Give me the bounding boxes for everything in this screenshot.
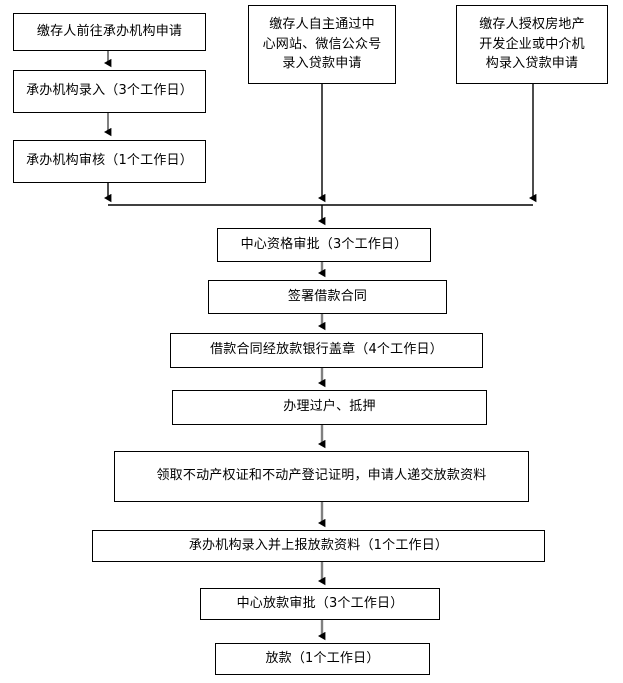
node-label: 缴存人授权房地产 开发企业或中介机 构录入贷款申请 <box>479 17 585 72</box>
node-center-qualification-approval[interactable]: 中心资格审批（3个工作日） <box>217 228 431 262</box>
node-label: 领取不动产权证和不动产登记证明，申请人递交放款资料 <box>156 468 487 484</box>
node-label: 缴存人自主通过中 心网站、微信公众号 录入贷款申请 <box>262 17 382 72</box>
node-bank-seal-loan-contract[interactable]: 借款合同经放款银行盖章（4个工作日） <box>170 333 483 368</box>
node-label: 承办机构录入（3个工作日） <box>26 83 193 99</box>
node-center-disbursement-approval[interactable]: 中心放款审批（3个工作日） <box>200 588 440 620</box>
node-label: 中心资格审批（3个工作日） <box>240 236 408 252</box>
node-agency-entry-report-loan-materials[interactable]: 承办机构录入并上报放款资料（1个工作日） <box>92 530 545 562</box>
node-label: 缴存人前往承办机构申请 <box>36 23 183 39</box>
node-disbursement[interactable]: 放款（1个工作日） <box>215 643 430 675</box>
node-collect-property-certificates-submit-materials[interactable]: 领取不动产权证和不动产登记证明，申请人递交放款资料 <box>114 451 529 502</box>
node-authorized-developer-agency-application[interactable]: 缴存人授权房地产 开发企业或中介机 构录入贷款申请 <box>456 5 608 84</box>
node-agency-review[interactable]: 承办机构审核（1个工作日） <box>13 140 206 183</box>
node-agency-data-entry[interactable]: 承办机构录入（3个工作日） <box>13 70 206 113</box>
node-label: 承办机构录入并上报放款资料（1个工作日） <box>188 537 449 553</box>
node-transfer-and-mortgage[interactable]: 办理过户、抵押 <box>172 390 487 425</box>
node-label: 放款（1个工作日） <box>265 650 380 666</box>
node-self-service-online-application[interactable]: 缴存人自主通过中 心网站、微信公众号 录入贷款申请 <box>248 5 396 84</box>
node-label: 中心放款审批（3个工作日） <box>236 595 404 611</box>
node-label: 签署借款合同 <box>287 288 368 304</box>
node-label: 借款合同经放款银行盖章（4个工作日） <box>210 342 443 358</box>
node-label: 承办机构审核（1个工作日） <box>26 153 193 169</box>
node-applicant-visits-agency[interactable]: 缴存人前往承办机构申请 <box>13 13 206 51</box>
node-sign-loan-contract[interactable]: 签署借款合同 <box>208 280 447 314</box>
node-label: 办理过户、抵押 <box>283 399 376 415</box>
